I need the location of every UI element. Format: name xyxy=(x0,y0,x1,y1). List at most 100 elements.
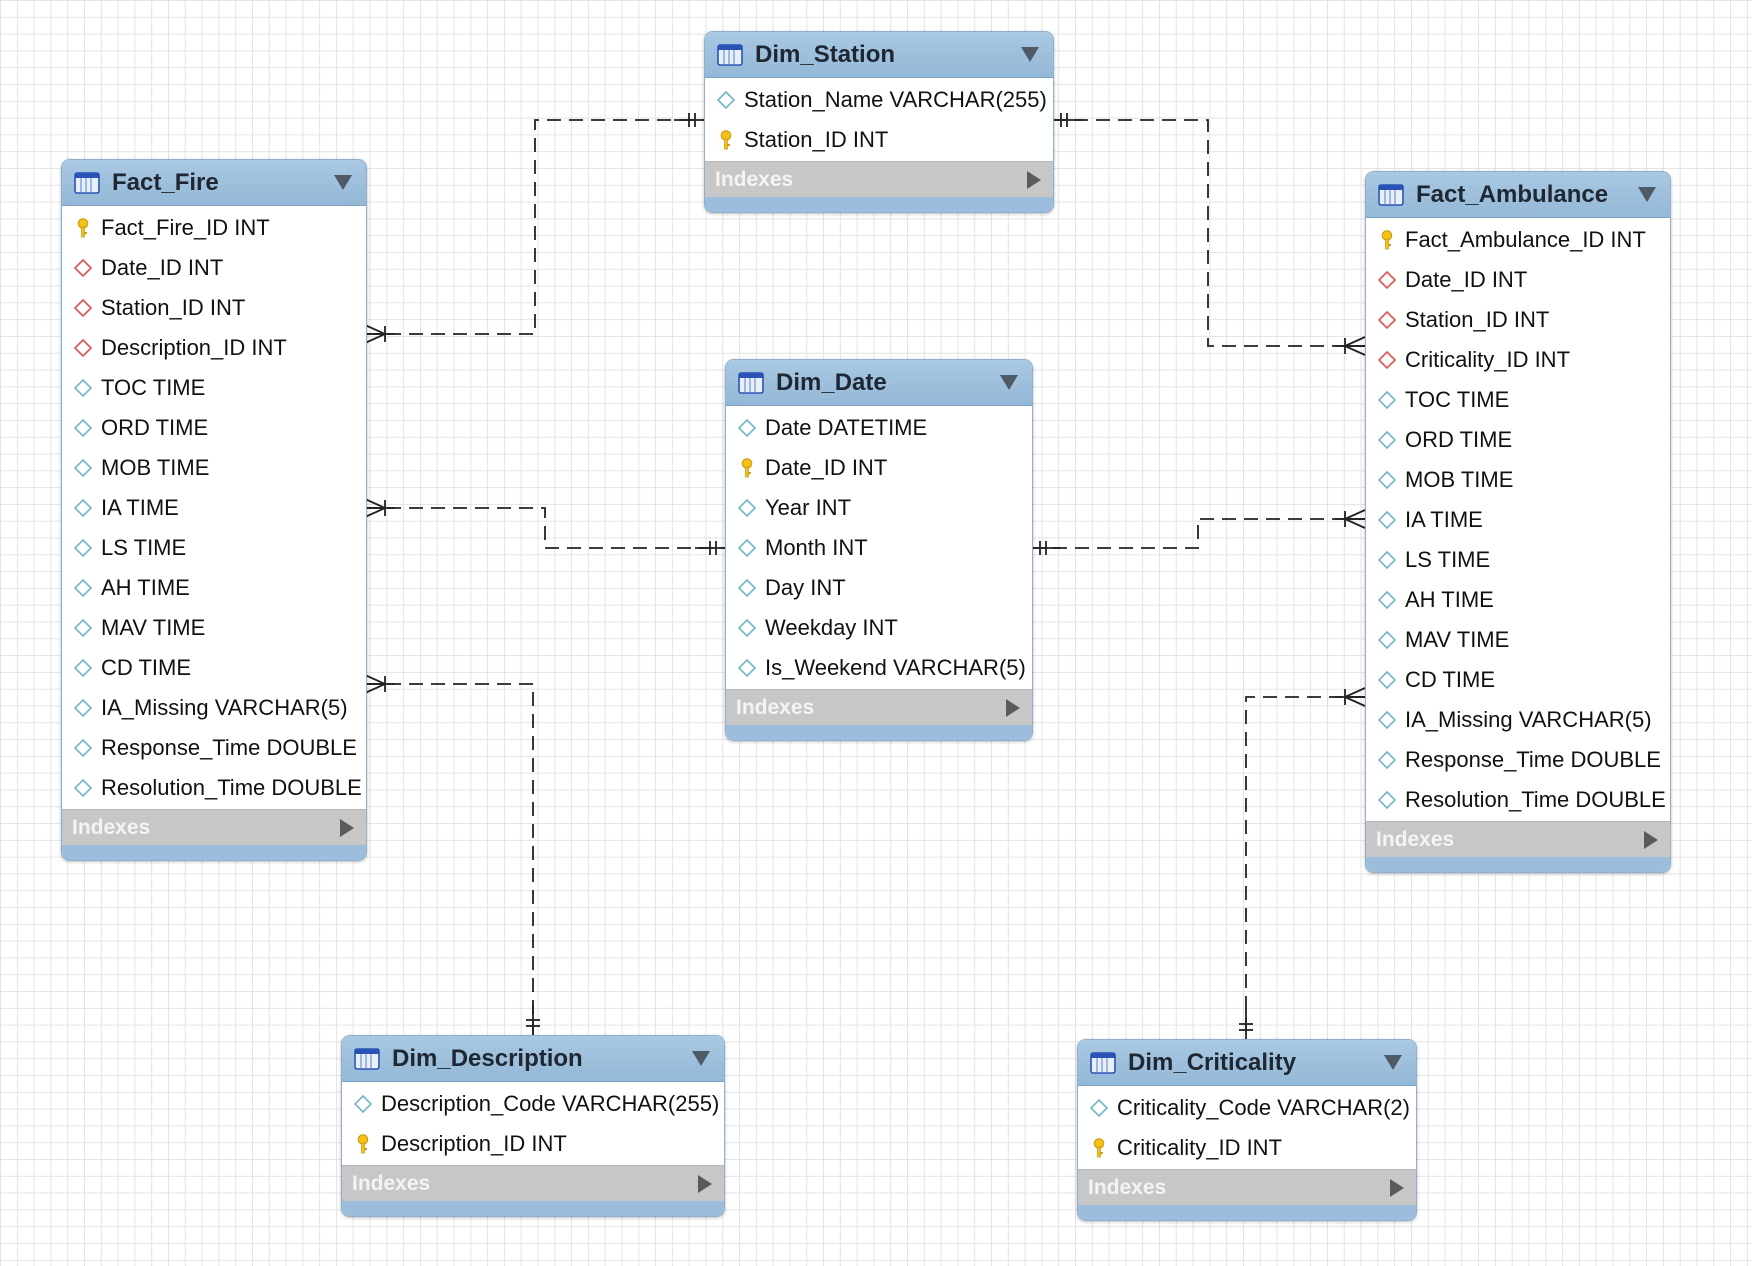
column-label: Response_Time DOUBLE xyxy=(1405,747,1661,772)
entity-footer xyxy=(1366,857,1670,872)
entity-footer xyxy=(705,197,1053,212)
column-row[interactable]: Station_ID INT xyxy=(1366,300,1670,340)
column-row[interactable]: Date_ID INT xyxy=(726,448,1032,488)
column-row[interactable]: Criticality_ID INT xyxy=(1366,340,1670,380)
column-row[interactable]: CD TIME xyxy=(1366,660,1670,700)
triangle-down-icon[interactable] xyxy=(1021,47,1039,62)
column-row[interactable]: LS TIME xyxy=(62,528,366,568)
column-row[interactable]: IA_Missing VARCHAR(5) xyxy=(1366,700,1670,740)
relationship-ambulance-station[interactable] xyxy=(1052,113,1366,356)
triangle-right-icon[interactable] xyxy=(698,1174,712,1193)
column-row[interactable]: Weekday INT xyxy=(726,608,1032,648)
relationship-fire-date[interactable] xyxy=(364,498,725,555)
entity-title: Dim_Date xyxy=(776,368,887,396)
triangle-right-icon[interactable] xyxy=(340,818,354,837)
column-label: IA_Missing VARCHAR(5) xyxy=(1405,707,1652,732)
table-icon xyxy=(1090,1051,1116,1074)
column-row[interactable]: Date DATETIME xyxy=(726,408,1032,448)
column-row[interactable]: IA TIME xyxy=(62,488,366,528)
column-diamond-icon xyxy=(737,418,757,438)
column-diamond-icon xyxy=(353,1094,373,1114)
column-list: Fact_Ambulance_ID INT Date_ID INT Station_… xyxy=(1366,218,1670,821)
relationship-ambulance-date[interactable] xyxy=(1031,509,1366,555)
column-row[interactable]: MAV TIME xyxy=(62,608,366,648)
indexes-section[interactable]: Indexes xyxy=(1366,821,1670,857)
column-row[interactable]: Date_ID INT xyxy=(1366,260,1670,300)
relationship-ambulance-criticality[interactable] xyxy=(1239,687,1366,1039)
column-row[interactable]: IA_Missing VARCHAR(5) xyxy=(62,688,366,728)
column-row[interactable]: Station_ID INT xyxy=(705,120,1053,160)
indexes-section[interactable]: Indexes xyxy=(705,161,1053,197)
column-row[interactable]: AH TIME xyxy=(1366,580,1670,620)
column-diamond-icon xyxy=(73,778,93,798)
key-icon xyxy=(720,130,732,150)
relationship-fire-station[interactable] xyxy=(364,113,704,344)
column-row[interactable]: ORD TIME xyxy=(1366,420,1670,460)
triangle-down-icon[interactable] xyxy=(1000,375,1018,390)
triangle-right-icon[interactable] xyxy=(1390,1178,1404,1197)
column-row[interactable]: IA TIME xyxy=(1366,500,1670,540)
indexes-section[interactable]: Indexes xyxy=(1078,1169,1416,1205)
column-row[interactable]: Response_Time DOUBLE xyxy=(1366,740,1670,780)
entity-header[interactable]: Dim_Date xyxy=(726,360,1032,406)
column-row[interactable]: Resolution_Time DOUBLE xyxy=(1366,780,1670,820)
indexes-section[interactable]: Indexes xyxy=(342,1165,724,1201)
entity-footer xyxy=(62,845,366,860)
column-row[interactable]: Resolution_Time DOUBLE xyxy=(62,768,366,808)
column-row[interactable]: Criticality_ID INT xyxy=(1078,1128,1416,1168)
column-row[interactable]: Station_Name VARCHAR(255) xyxy=(705,80,1053,120)
column-diamond-icon xyxy=(1377,390,1397,410)
column-row[interactable]: TOC TIME xyxy=(62,368,366,408)
relationship-fire-description[interactable] xyxy=(364,674,540,1035)
entity-header[interactable]: Fact_Fire xyxy=(62,160,366,206)
column-row[interactable]: MOB TIME xyxy=(62,448,366,488)
column-row[interactable]: MAV TIME xyxy=(1366,620,1670,660)
triangle-down-icon[interactable] xyxy=(692,1051,710,1066)
table-icon xyxy=(354,1047,380,1070)
triangle-down-icon[interactable] xyxy=(1384,1055,1402,1070)
column-diamond-icon xyxy=(1377,790,1397,810)
column-row[interactable]: Fact_Ambulance_ID INT xyxy=(1366,220,1670,260)
column-row[interactable]: Year INT xyxy=(726,488,1032,528)
triangle-down-icon[interactable] xyxy=(1638,187,1656,202)
column-row[interactable]: Description_ID INT xyxy=(342,1124,724,1164)
column-row[interactable]: Date_ID INT xyxy=(62,248,366,288)
column-row[interactable]: Day INT xyxy=(726,568,1032,608)
triangle-right-icon[interactable] xyxy=(1027,170,1041,189)
column-row[interactable]: Fact_Fire_ID INT xyxy=(62,208,366,248)
entity-header[interactable]: Fact_Ambulance xyxy=(1366,172,1670,218)
column-row[interactable]: ORD TIME xyxy=(62,408,366,448)
column-row[interactable]: Criticality_Code VARCHAR(2) xyxy=(1078,1088,1416,1128)
triangle-down-icon[interactable] xyxy=(334,175,352,190)
triangle-right-icon[interactable] xyxy=(1644,830,1658,849)
entity-header[interactable]: Dim_Criticality xyxy=(1078,1040,1416,1086)
column-row[interactable]: TOC TIME xyxy=(1366,380,1670,420)
indexes-section[interactable]: Indexes xyxy=(726,689,1032,725)
column-row[interactable]: Response_Time DOUBLE xyxy=(62,728,366,768)
column-row[interactable]: Is_Weekend VARCHAR(5) xyxy=(726,648,1032,688)
indexes-section[interactable]: Indexes xyxy=(62,809,366,845)
column-label: Description_ID INT xyxy=(381,1131,567,1156)
column-row[interactable]: Description_Code VARCHAR(255) xyxy=(342,1084,724,1124)
column-label: Month INT xyxy=(765,535,868,560)
column-row[interactable]: MOB TIME xyxy=(1366,460,1670,500)
column-row[interactable]: Station_ID INT xyxy=(62,288,366,328)
triangle-right-icon[interactable] xyxy=(1006,698,1020,717)
column-row[interactable]: AH TIME xyxy=(62,568,366,608)
entity-header[interactable]: Dim_Description xyxy=(342,1036,724,1082)
column-label: Fact_Fire_ID INT xyxy=(101,215,270,240)
column-row[interactable]: Description_ID INT xyxy=(62,328,366,368)
column-label: Is_Weekend VARCHAR(5) xyxy=(765,655,1026,680)
column-row[interactable]: LS TIME xyxy=(1366,540,1670,580)
column-label: Date_ID INT xyxy=(1405,267,1528,292)
entity-header[interactable]: Dim_Station xyxy=(705,32,1053,78)
column-row[interactable]: Month INT xyxy=(726,528,1032,568)
column-row[interactable]: CD TIME xyxy=(62,648,366,688)
